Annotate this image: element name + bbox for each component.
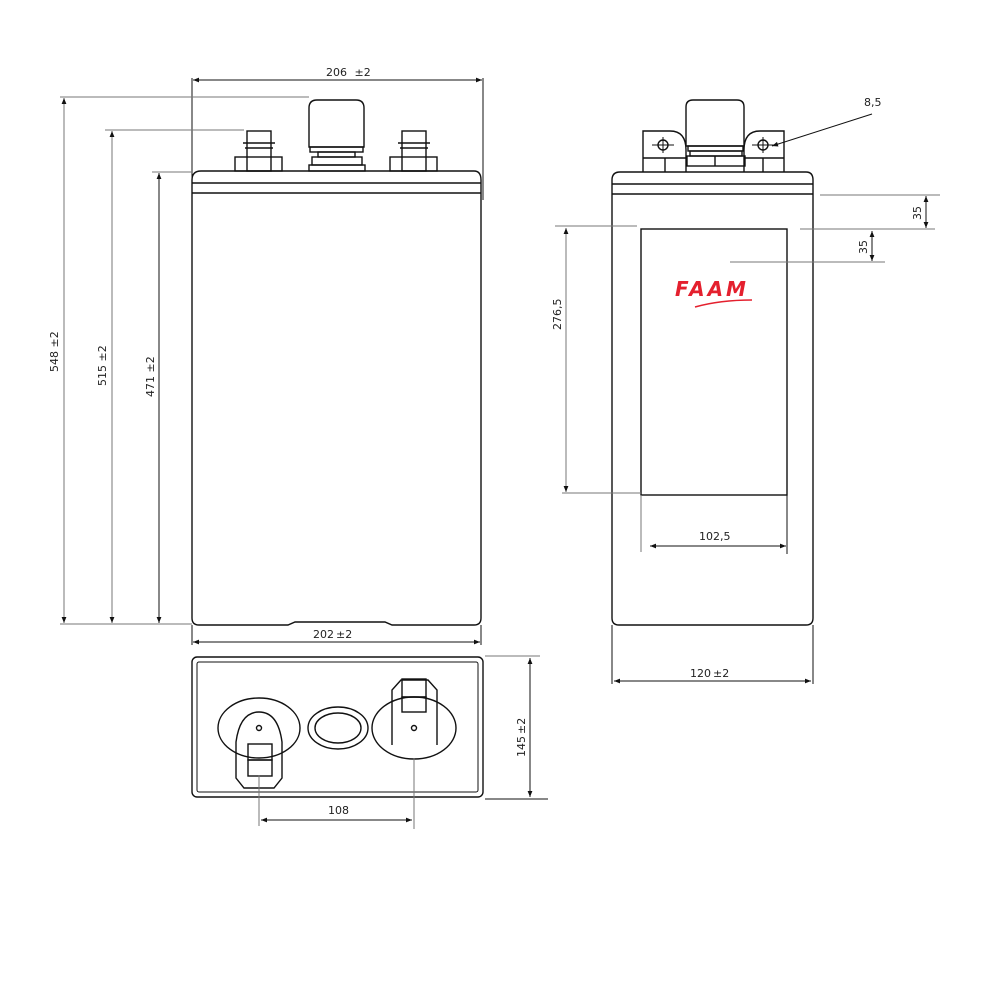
dim-depth-top: 145±2: [515, 718, 528, 757]
dim-height-total: 548 ±2: [48, 331, 61, 372]
dim-height-body: 471 ±2: [144, 356, 157, 397]
dim-height-terminal: 515 ±2: [96, 345, 109, 386]
logo-swoosh: [694, 299, 753, 308]
front-view: [191, 99, 482, 626]
side-view-dimensions: [555, 113, 940, 684]
dim-label-width: 102,5: [699, 530, 731, 543]
dim-label-height: 276,5: [551, 299, 564, 331]
brand-logo: FAAM: [675, 277, 749, 301]
left-terminal: [234, 130, 283, 172]
top-view: [191, 656, 484, 798]
dim-width-bottom: 202±2: [313, 628, 352, 641]
top-view-dimensions: [258, 655, 548, 829]
dim-offset-top-1: 35: [911, 206, 924, 220]
label-area: [640, 228, 788, 496]
dim-depth-side: 120±2: [690, 667, 729, 680]
dim-offset-top-2: 35: [857, 240, 870, 254]
vent-plug: [308, 99, 366, 172]
dim-width-top: 206 ±2: [326, 66, 371, 79]
front-view-dimensions: [60, 77, 484, 645]
dim-hole-diameter: 8,5: [864, 96, 882, 109]
dim-terminal-spacing: 108: [328, 804, 349, 817]
right-terminal: [389, 130, 438, 172]
side-view: [611, 99, 814, 626]
